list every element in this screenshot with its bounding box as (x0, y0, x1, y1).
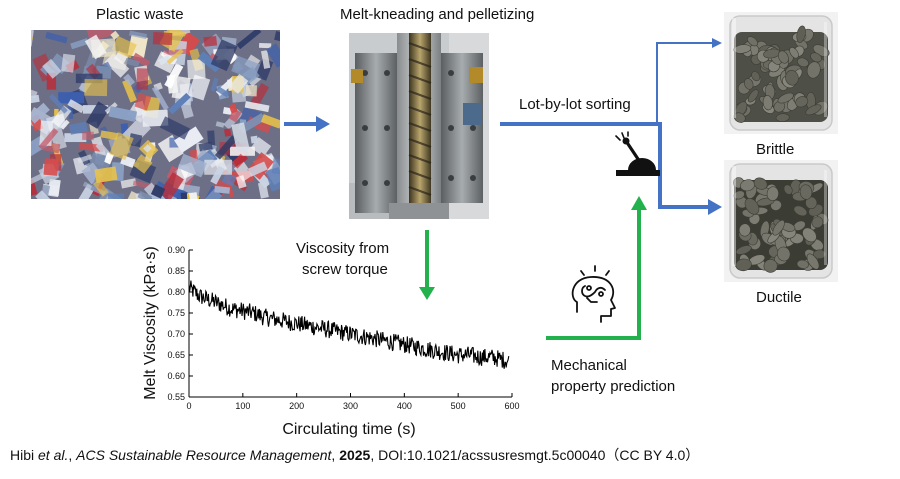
lever-switch-icon (615, 131, 660, 176)
x-tick-labels: 0 100 200 300 400 500 600 (186, 401, 519, 411)
ai-head-icon (571, 265, 616, 323)
x-tick-label: 100 (235, 401, 250, 411)
citation-year: 2025 (339, 447, 371, 463)
y-tick-label: 0.70 (167, 329, 185, 339)
x-tick-label: 500 (451, 401, 466, 411)
citation-etal: et al. (38, 447, 69, 463)
plastic-waste-photo (31, 30, 280, 199)
prediction-label-line2: property prediction (551, 378, 676, 395)
citation-sep1: , (68, 447, 77, 463)
plastic-waste-image (31, 30, 280, 199)
ductile-label: Ductile (756, 289, 802, 306)
citation-sep2: , (331, 447, 340, 463)
y-tick-label: 0.90 (167, 245, 185, 255)
x-tick-label: 0 (186, 401, 191, 411)
extruder-image (349, 33, 489, 219)
viscosity-series-line (188, 280, 510, 369)
y-tick-label: 0.75 (167, 308, 185, 318)
y-tick-label: 0.55 (167, 392, 185, 402)
brittle-pellets-photo (724, 12, 838, 134)
y-axis-label: Melt Viscosity (kPa·s) (142, 246, 159, 400)
x-axis-label: Circulating time (s) (282, 421, 415, 438)
x-tick-label: 600 (504, 401, 519, 411)
melt-kneading-label: Melt-kneading and pelletizing (340, 6, 535, 23)
extruder-photo (349, 33, 489, 219)
brittle-label: Brittle (756, 141, 795, 158)
viscosity-label-line1: Viscosity from (296, 240, 390, 257)
citation-authors: Hibi (10, 447, 39, 463)
y-tick-labels: 0.55 0.60 0.65 0.70 0.75 0.80 0.85 0.90 (167, 245, 185, 402)
y-tick-label: 0.85 (167, 266, 185, 276)
x-tick-label: 200 (289, 401, 304, 411)
ductile-pellets-photo (724, 160, 838, 282)
chart-axes (188, 249, 513, 398)
x-tick-label: 300 (343, 401, 358, 411)
plastic-waste-label: Plastic waste (96, 6, 184, 23)
prediction-label-line1: Mechanical (551, 357, 627, 374)
brittle-pellets-image (724, 12, 838, 134)
y-tick-label: 0.65 (167, 350, 185, 360)
citation: Hibi et al., ACS Sustainable Resource Ma… (10, 445, 699, 465)
x-tick-label: 400 (397, 401, 412, 411)
citation-journal: ACS Sustainable Resource Management (76, 447, 332, 463)
ductile-pellets-image (724, 160, 838, 282)
y-tick-label: 0.80 (167, 287, 185, 297)
lot-sorting-label: Lot-by-lot sorting (519, 96, 631, 113)
citation-doi: , DOI:10.1021/acssusresmgt.5c00040（CC BY… (370, 447, 700, 463)
y-tick-label: 0.60 (167, 371, 185, 381)
viscosity-label-line2: screw torque (302, 261, 388, 278)
